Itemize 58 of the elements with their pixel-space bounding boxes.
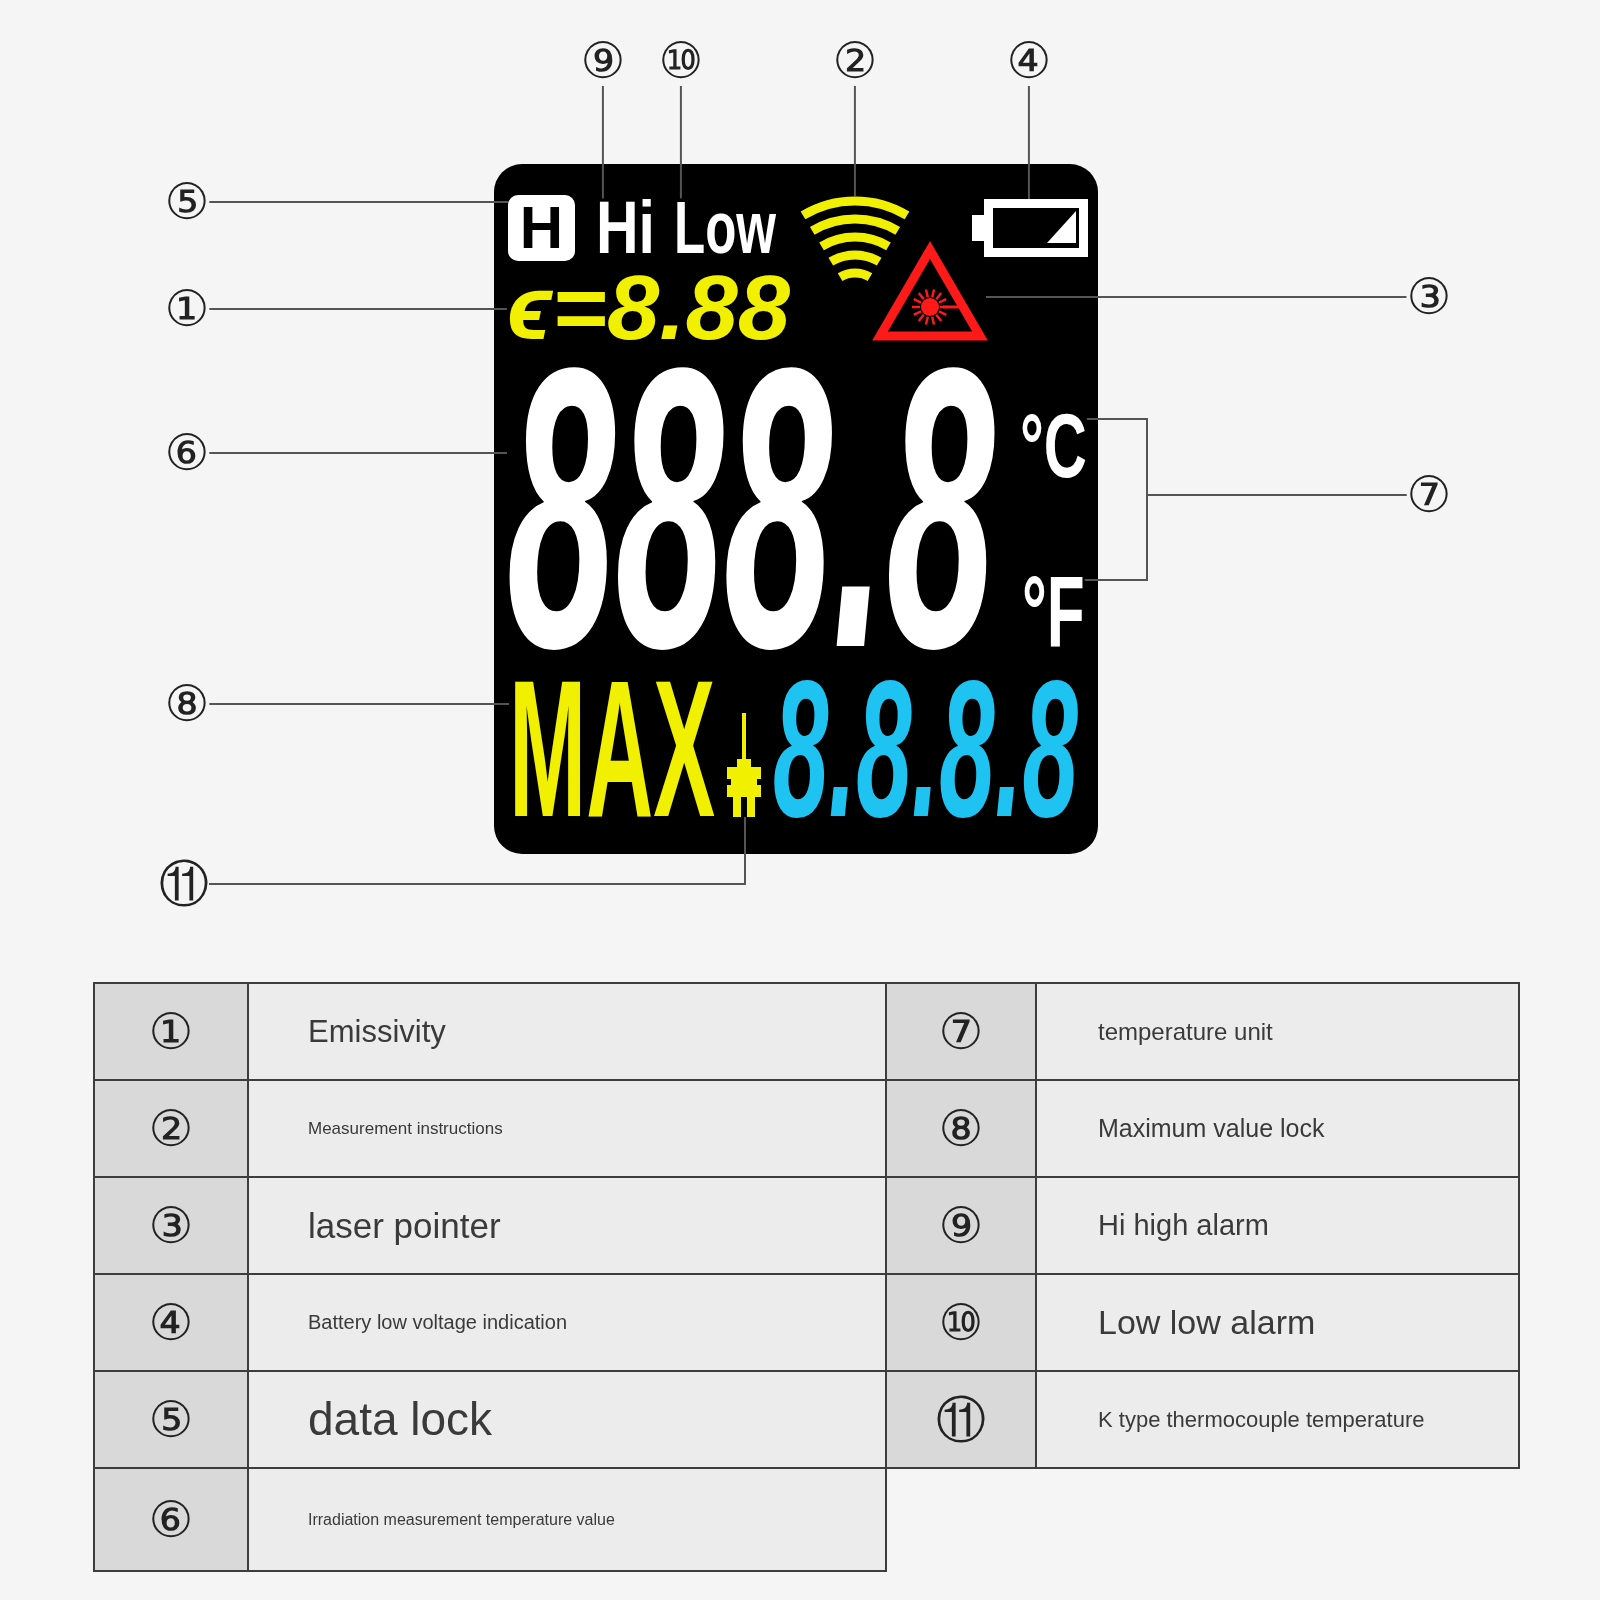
callout-number: ⑪ xyxy=(159,859,209,909)
callout-number: ⑩ xyxy=(658,36,704,86)
leader-line xyxy=(208,201,509,203)
max-label: MAX xyxy=(509,671,716,827)
laser-warning-icon xyxy=(874,244,986,342)
description-text: Maximum value lock xyxy=(1098,1114,1325,1143)
description-text: K type thermocouple temperature xyxy=(1098,1407,1425,1433)
callout-number: ① xyxy=(148,1006,194,1057)
alarm-label: Low xyxy=(674,198,776,258)
callout-number: ⑥ xyxy=(164,428,210,478)
lcd-screen xyxy=(494,164,1098,854)
callout-number: ② xyxy=(148,1103,194,1154)
leader-line xyxy=(1083,494,1408,581)
description-text: Low low alarm xyxy=(1098,1303,1316,1343)
callout-number: ⑨ xyxy=(938,1200,984,1251)
callout-number: ④ xyxy=(148,1297,194,1348)
callout-number: ⑤ xyxy=(148,1394,194,1445)
description-text: Emissivity xyxy=(308,1013,446,1050)
main-temperature-digits: 888.8 xyxy=(507,348,995,668)
callout-number: ② xyxy=(832,36,878,86)
description-text: temperature unit xyxy=(1098,1017,1273,1046)
hold-indicator: H xyxy=(508,195,575,261)
callout-number: ⑧ xyxy=(938,1103,984,1154)
leader-line xyxy=(208,816,746,885)
unit-label: °F xyxy=(1022,571,1085,652)
signal-waves-icon xyxy=(800,196,910,284)
leader-line xyxy=(601,85,604,200)
description-text: laser pointer xyxy=(308,1205,501,1246)
leader-line xyxy=(985,296,1408,298)
callout-number: ③ xyxy=(1406,272,1452,322)
description-text: Measurement instructions xyxy=(308,1118,503,1139)
leader-line xyxy=(1027,85,1030,200)
leader-line xyxy=(208,452,508,454)
callout-number: ⑥ xyxy=(148,1494,194,1545)
plug-icon xyxy=(727,713,761,817)
callout-number: ① xyxy=(164,284,210,334)
description-text: Battery low voltage indication xyxy=(308,1311,568,1334)
callout-number: ⑧ xyxy=(164,679,210,729)
callout-number: ⑩ xyxy=(938,1297,984,1348)
description-text: data lock xyxy=(308,1393,493,1446)
battery-icon xyxy=(972,199,1088,257)
unit-label: °C xyxy=(1020,409,1087,483)
description-text: Hi high alarm xyxy=(1098,1209,1269,1243)
callout-number: ④ xyxy=(1006,36,1052,86)
callout-number: ⑪ xyxy=(936,1394,986,1445)
callout-number: ⑤ xyxy=(164,177,210,227)
secondary-temperature-digits: 8.8.8.8 xyxy=(773,671,1078,827)
callout-number: ⑨ xyxy=(580,36,626,86)
leader-line xyxy=(679,85,682,200)
callout-number: ⑦ xyxy=(1406,470,1452,520)
alarm-label: Hi xyxy=(596,198,655,258)
leader-line xyxy=(208,703,510,705)
leader-line xyxy=(853,85,856,197)
callout-number: ⑦ xyxy=(938,1006,984,1057)
emissivity-readout: ϵ=8.88 xyxy=(507,271,791,345)
callout-number: ③ xyxy=(148,1200,194,1251)
description-text: Irradiation measurement temperature value xyxy=(308,1510,615,1529)
leader-line xyxy=(208,308,508,310)
